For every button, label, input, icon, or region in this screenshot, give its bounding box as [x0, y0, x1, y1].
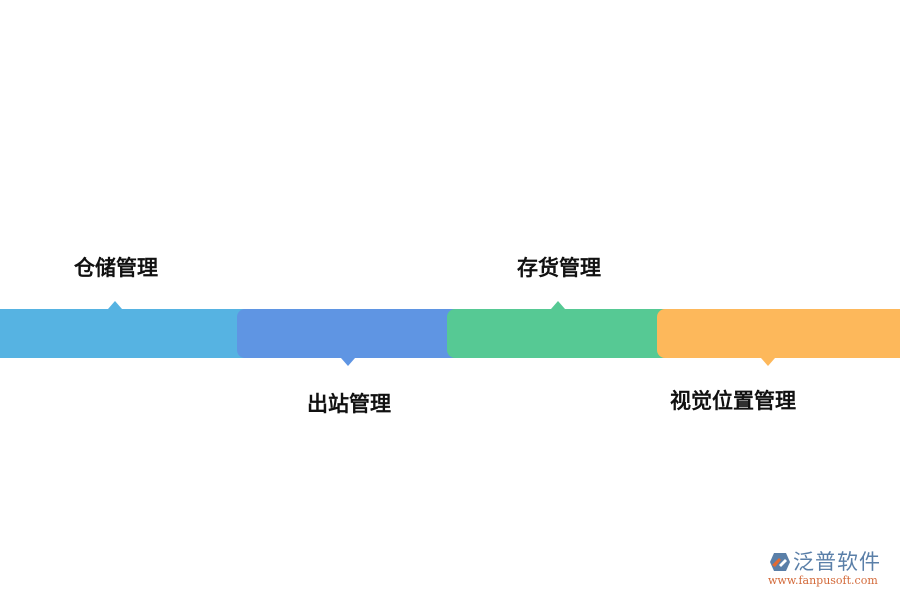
pointer-down-icon [341, 358, 355, 366]
watermark-url: www.fanpusoft.com [768, 574, 878, 587]
stage-label-warehouse: 仓储管理 [74, 256, 158, 280]
pointer-up-icon [551, 301, 565, 309]
watermark-brand-name: 泛普软件 [793, 550, 881, 574]
stage-label-outbound: 出站管理 [307, 392, 391, 416]
timeline-segment-inventory [447, 309, 665, 358]
stage-label-inventory: 存货管理 [517, 256, 601, 280]
stage-label-visual-location: 视觉位置管理 [670, 389, 796, 413]
pointer-up-icon [108, 301, 122, 309]
timeline-segment-warehouse [0, 309, 245, 358]
pointer-down-icon [761, 358, 775, 366]
timeline-segment-visual-location [657, 309, 900, 358]
timeline-segment-outbound [237, 309, 455, 358]
watermark-logo: 泛普软件 www.fanpusoft.com [768, 551, 893, 591]
fanpu-logo-icon [768, 552, 790, 572]
